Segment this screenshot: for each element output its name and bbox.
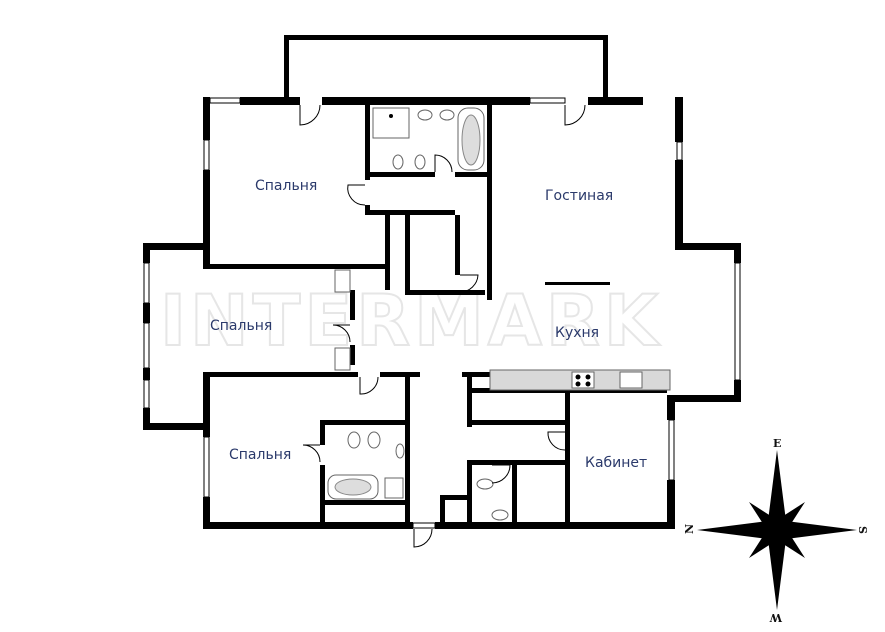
room-label-living: Гостиная: [545, 188, 613, 204]
outer-walls: [143, 97, 741, 529]
compass-label-bottom: W: [769, 611, 783, 624]
kitchen-counter: [489, 369, 671, 391]
doors: [299, 104, 586, 548]
room-label-bedroom-bottom: Спальня: [229, 447, 291, 463]
room-label-study: Кабинет: [585, 455, 647, 471]
balcony: [284, 35, 608, 100]
bathroom-fixtures-top: [372, 107, 485, 171]
compass-label-top: E: [773, 437, 781, 450]
compass-label-left: N: [683, 524, 696, 534]
room-label-kitchen: Кухня: [555, 325, 599, 341]
compass-label-right: S: [856, 526, 869, 534]
bathroom-fixtures-bottom: [327, 431, 509, 521]
room-label-bedroom-top: Спальня: [255, 178, 317, 194]
compass-rose: E W N S: [683, 437, 869, 624]
room-label-bedroom-left: Спальня: [210, 318, 272, 334]
